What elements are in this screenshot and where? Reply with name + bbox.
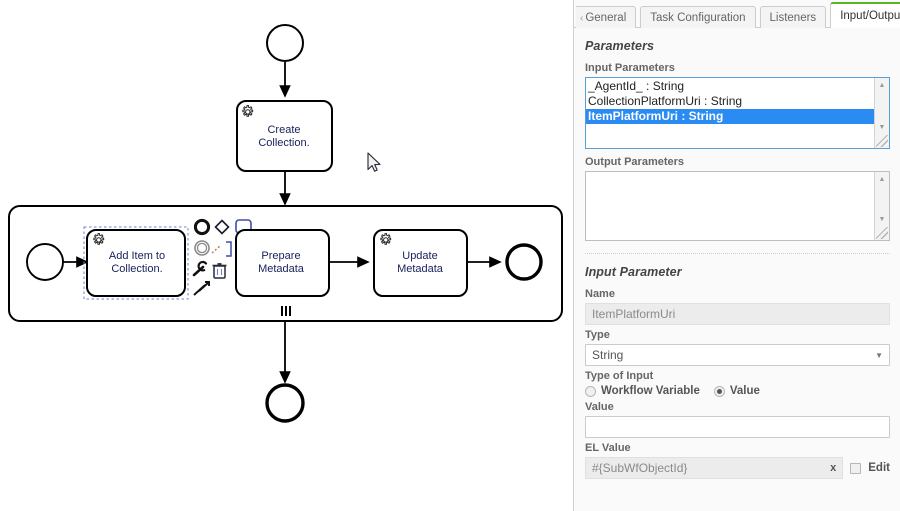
- value-field[interactable]: [585, 416, 890, 438]
- input-parameters-list: _AgentId_ : String CollectionPlatformUri…: [586, 79, 874, 124]
- connect-multi-icon[interactable]: [193, 281, 210, 296]
- append-end-event-icon[interactable]: [193, 218, 211, 236]
- list-item[interactable]: _AgentId_ : String: [588, 79, 685, 93]
- task-create-collection[interactable]: Create Collection.: [236, 100, 333, 172]
- output-parameters-scrollbar[interactable]: ▲ ▼: [874, 172, 889, 240]
- bpmn-diagram-canvas[interactable]: Create Collection.: [0, 0, 573, 511]
- edit-checkbox[interactable]: [850, 462, 862, 474]
- radio-workflow-variable[interactable]: [585, 385, 596, 397]
- radio-label-value: Value: [729, 385, 760, 397]
- task-update-metadata[interactable]: Update Metadata: [373, 229, 468, 297]
- tab-label: Listeners: [769, 12, 817, 24]
- edit-checkbox-label: Edit: [868, 462, 890, 474]
- parallel-multi-instance-marker-icon: [281, 306, 291, 316]
- radio-label-workflow-variable: Workflow Variable: [601, 385, 700, 397]
- el-value-row: x Edit: [585, 457, 890, 479]
- append-intermediate-event-icon[interactable]: [194, 240, 210, 256]
- service-task-gear-icon: [93, 233, 105, 245]
- task-label: Collection.: [258, 137, 309, 149]
- tab-label: Input/Output: [840, 10, 900, 22]
- name-field[interactable]: [585, 303, 890, 325]
- input-parameters-scrollbar[interactable]: ▲ ▼: [874, 78, 889, 148]
- task-prepare-metadata[interactable]: Prepare Metadata: [235, 229, 330, 297]
- type-select[interactable]: [585, 344, 890, 366]
- input-parameters-listbox[interactable]: _AgentId_ : String CollectionPlatformUri…: [585, 77, 890, 149]
- task-label: Collection.: [111, 263, 162, 275]
- scroll-down-icon[interactable]: ▼: [878, 124, 886, 131]
- task-label: Update: [402, 250, 437, 262]
- mouse-pointer: [367, 152, 381, 172]
- el-value-field[interactable]: [585, 457, 844, 479]
- tab-general[interactable]: ‹General: [576, 6, 637, 28]
- clear-icon[interactable]: x: [830, 462, 837, 474]
- scroll-up-icon[interactable]: ▲: [878, 82, 886, 89]
- scroll-up-icon[interactable]: ▲: [878, 176, 886, 183]
- properties-body: Parameters Input Parameters _AgentId_ : …: [574, 39, 900, 479]
- service-task-gear-icon: [242, 105, 254, 117]
- task-label: Prepare: [261, 250, 300, 262]
- scroll-down-icon[interactable]: ▼: [878, 216, 886, 223]
- tab-task-configuration[interactable]: Task Configuration: [640, 6, 756, 28]
- input-parameters-label: Input Parameters: [585, 62, 675, 74]
- task-label: Create: [267, 124, 300, 136]
- start-event-top[interactable]: [266, 24, 304, 62]
- task-label: Metadata: [258, 263, 305, 275]
- end-event-bottom[interactable]: [265, 383, 305, 423]
- tab-label: Task Configuration: [650, 12, 746, 24]
- tab-input-output[interactable]: Input/Output: [830, 2, 900, 28]
- task-label: Metadata: [397, 263, 444, 275]
- type-of-input-radio-group[interactable]: Workflow Variable Value: [585, 385, 890, 397]
- radio-value[interactable]: [713, 385, 725, 397]
- type-of-input-label: Type of Input: [585, 370, 654, 382]
- type-label: Type: [585, 329, 610, 341]
- list-item[interactable]: CollectionPlatformUri : String: [588, 94, 743, 108]
- section-divider: [585, 253, 890, 254]
- output-parameters-label: Output Parameters: [585, 156, 685, 168]
- properties-panel: ‹General Task Configuration Listeners In…: [573, 0, 900, 511]
- chevron-left-icon: ‹: [580, 13, 584, 24]
- properties-tab-bar[interactable]: ‹General Task Configuration Listeners In…: [574, 0, 900, 28]
- group-title-input-parameter: Input Parameter: [585, 265, 682, 279]
- resize-grip-icon[interactable]: [876, 227, 888, 239]
- task-label: Add Item to: [109, 250, 165, 262]
- type-select-wrapper[interactable]: ▼: [585, 344, 890, 366]
- name-label: Name: [585, 288, 615, 300]
- output-parameters-listbox[interactable]: ▲ ▼: [585, 171, 890, 241]
- tab-label: General: [585, 12, 627, 24]
- context-pad[interactable]: [192, 218, 252, 296]
- task-add-item-to-collection[interactable]: Add Item to Collection.: [86, 229, 186, 297]
- value-label: Value: [585, 401, 614, 413]
- trash-icon[interactable]: [212, 263, 227, 279]
- list-item[interactable]: ItemPlatformUri : String: [586, 109, 874, 124]
- el-value-label: EL Value: [585, 442, 631, 454]
- service-task-gear-icon: [380, 233, 392, 245]
- selection-outline: [83, 226, 189, 300]
- append-text-annotation-icon[interactable]: [226, 241, 232, 257]
- el-value-field-wrapper[interactable]: x: [585, 457, 844, 479]
- resize-grip-icon[interactable]: [876, 135, 888, 147]
- subprocess-end-event[interactable]: [505, 243, 543, 281]
- subprocess-start-event[interactable]: [26, 243, 64, 281]
- group-title-parameters: Parameters: [585, 39, 655, 53]
- append-gateway-icon[interactable]: [214, 219, 230, 235]
- tab-listeners[interactable]: Listeners: [759, 6, 827, 28]
- wrench-icon[interactable]: [192, 260, 208, 277]
